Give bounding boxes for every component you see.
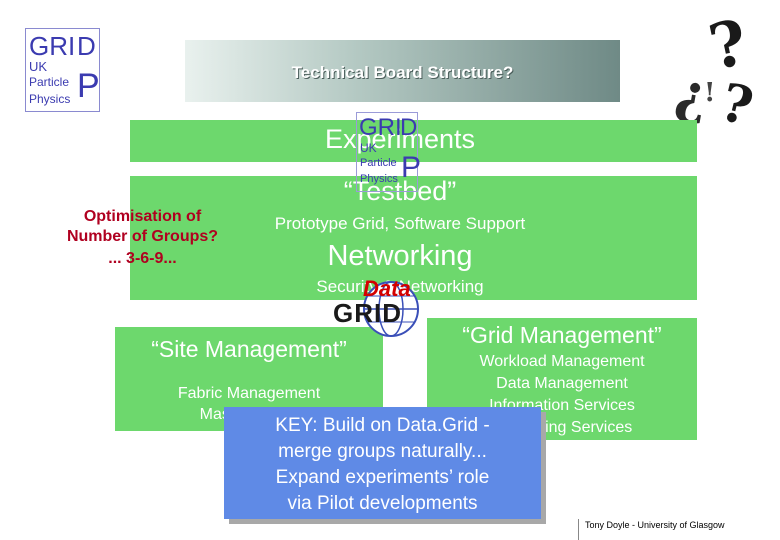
experiments-label: Experiments	[324, 124, 476, 154]
svg-text:!: !	[704, 78, 715, 108]
optimisation-line-3: ... 3-6-9...	[108, 250, 177, 267]
datagrid-data-text: Data	[363, 276, 411, 301]
gridpp-logo-overlay: GRI D UK Particle Physics P	[356, 112, 422, 192]
key-box: KEY: Build on Data.Grid - merge groups n…	[224, 407, 541, 519]
logo-d-text: D	[77, 31, 96, 61]
datagrid-logo: Data GRID	[333, 276, 443, 337]
question-marks-icon: ? ¿ ? !	[671, 5, 759, 130]
optimisation-text: Optimisation of Number of Groups? ... 3-…	[40, 207, 245, 269]
key-line-1: KEY: Build on Data.Grid -	[275, 415, 490, 436]
testbed-networking-box	[130, 176, 697, 300]
site-management-title: “Site Management”	[151, 336, 347, 362]
overlay-particle-text: Particle	[360, 157, 397, 169]
logo-uk-text: UK	[29, 59, 48, 74]
key-line-3: Expand experiments’ role	[275, 467, 490, 488]
logo-grid-text: GRI	[29, 31, 76, 61]
title-banner: Technical Board Structure?	[185, 40, 620, 102]
gridpp-logo: GRI D UK Particle Physics P	[25, 28, 100, 112]
overlay-d-text: D	[400, 114, 418, 141]
overlay-grid-text: GRI	[359, 114, 402, 141]
workload-management-label: Workload Management	[479, 353, 645, 370]
fabric-management-label: Fabric Management	[177, 385, 321, 402]
key-line-4: via Pilot developments	[287, 493, 478, 514]
footer-divider	[578, 519, 579, 540]
networking-label: Networking	[327, 240, 473, 272]
key-line-2: merge groups naturally...	[278, 441, 487, 462]
logo-physics-text: Physics	[29, 92, 71, 106]
grid-management-title: “Grid Management”	[462, 322, 662, 348]
prototype-label: Prototype Grid, Software Support	[274, 214, 526, 233]
overlay-p-text: P	[401, 151, 422, 184]
footer-credit: Tony Doyle - University of Glasgow	[585, 520, 725, 530]
overlay-physics-text: Physics	[360, 173, 398, 185]
logo-p-text: P	[77, 67, 100, 105]
experiments-box	[130, 120, 697, 162]
datagrid-grid-text: GRID	[333, 298, 402, 328]
optimisation-line-2: Number of Groups?	[66, 228, 219, 245]
data-management-label: Data Management	[496, 375, 628, 392]
page-title: Technical Board Structure?	[291, 63, 514, 82]
optimisation-line-1: Optimisation of	[83, 208, 202, 225]
logo-particle-text: Particle	[29, 75, 70, 89]
globe-icon	[363, 281, 419, 337]
key-text: KEY: Build on Data.Grid - merge groups n…	[224, 413, 541, 517]
overlay-uk-text: UK	[360, 141, 377, 155]
